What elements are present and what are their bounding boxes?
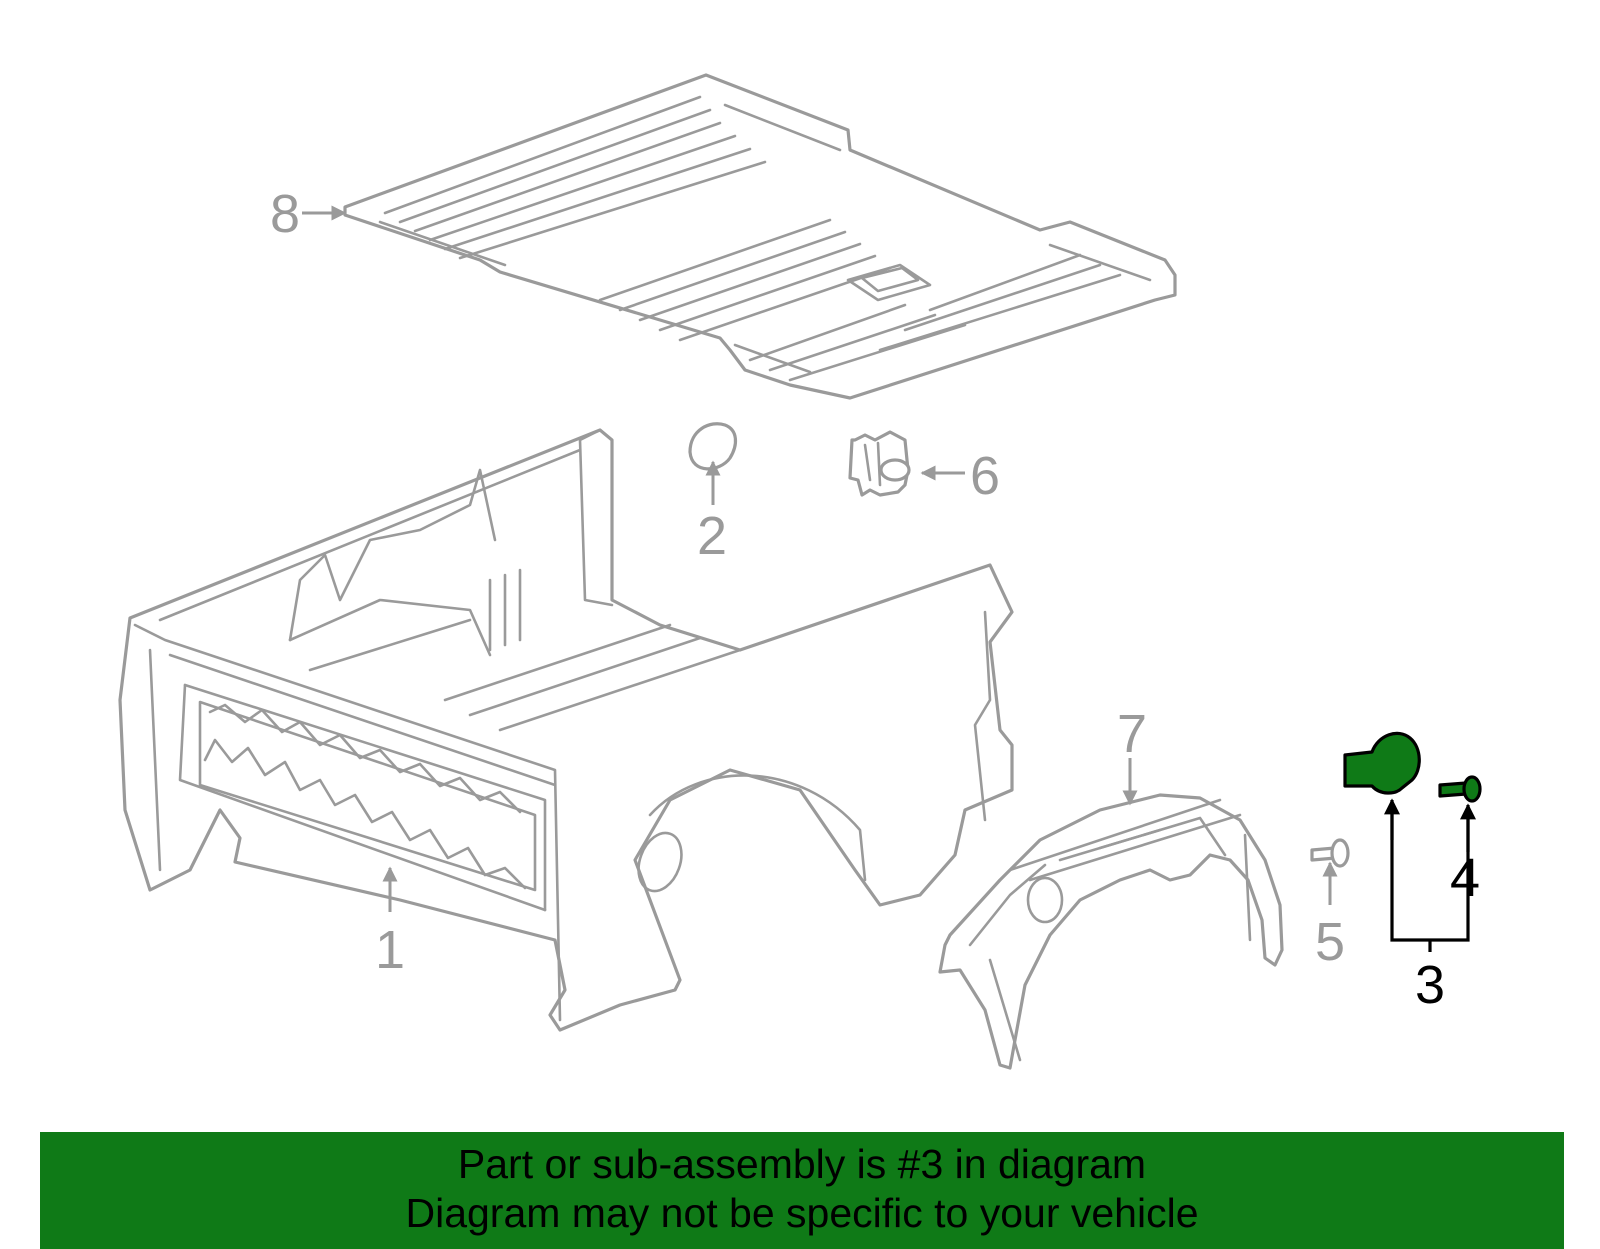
callout-4: 4 [1450,848,1480,908]
callout-1: 1 [375,920,405,980]
wheelhouse-part [938,793,1284,1070]
callout-3: 3 [1415,955,1445,1015]
grommet-part [688,422,737,471]
callout-6: 6 [970,446,1000,506]
bed-mat-ribs [378,95,1152,382]
callout-8: 8 [270,184,300,244]
highlighted-part-3 [1343,731,1421,795]
gmc-logo [846,263,932,302]
bed-mat-part [343,73,1177,400]
pickup-box-part [118,428,1014,1032]
part-info-banner: Part or sub-assembly is #3 in diagram Di… [40,1132,1564,1249]
callout-2: 2 [697,506,727,566]
highlighted-part-4 [1438,775,1482,803]
callout-5: 5 [1315,912,1345,972]
push-pin-part [1310,838,1350,868]
callout-7: 7 [1117,704,1147,764]
leader-lines [302,205,1476,952]
banner-line-part-number: Part or sub-assembly is #3 in diagram [457,1141,1147,1187]
banner-line-disclaimer: Diagram may not be specific to your vehi… [405,1190,1199,1236]
tie-down-part [848,430,911,497]
